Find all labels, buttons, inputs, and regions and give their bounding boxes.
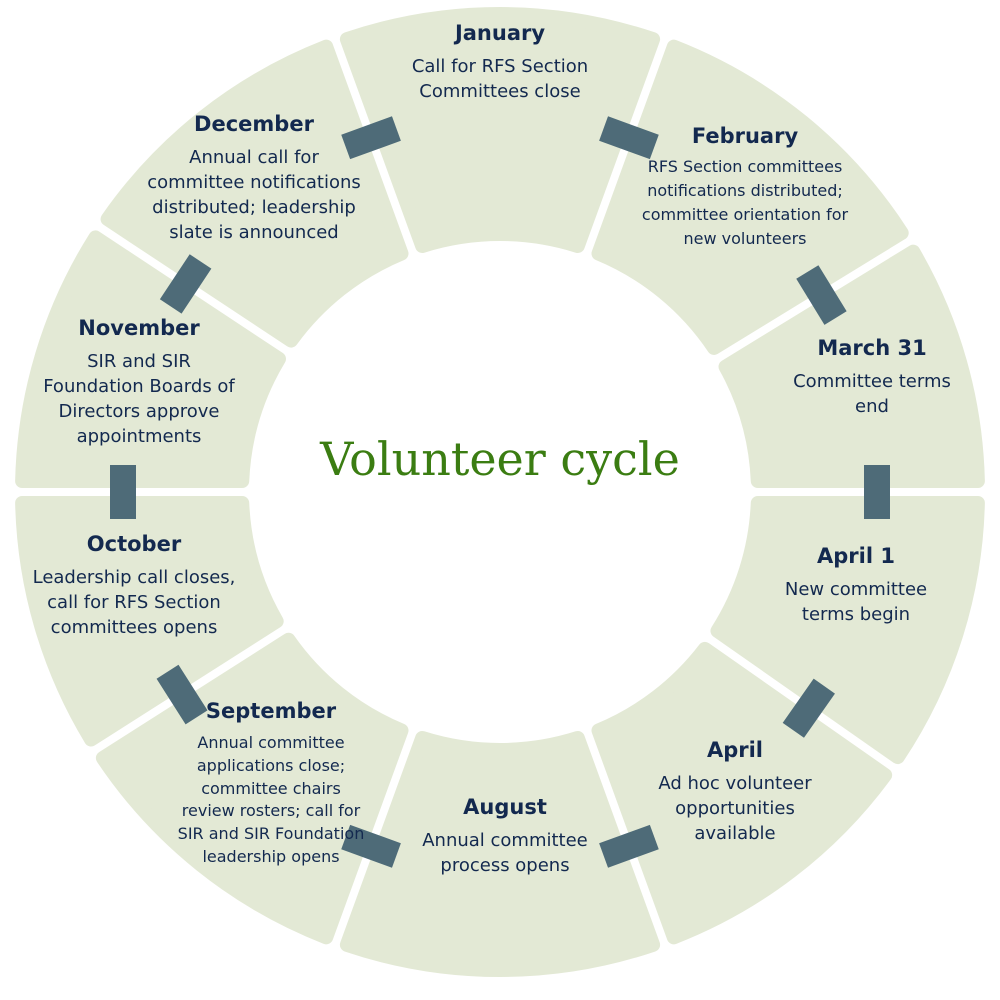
- month-label: August: [463, 795, 547, 819]
- month-label: March 31: [817, 336, 927, 360]
- description-line: available: [694, 823, 776, 844]
- connector: [156, 664, 208, 725]
- description-line: Directors approve: [58, 401, 220, 422]
- description-line: Call for RFS Section: [411, 56, 589, 77]
- milestone-description: RFS Section committees notifications dist…: [642, 155, 848, 251]
- description-line: RFS Section committees: [647, 157, 843, 176]
- connector: [159, 254, 212, 314]
- milestone-description: Annual committee process opens: [422, 828, 588, 878]
- description-line: Annual committee: [422, 830, 588, 851]
- milestone-description: Leadership call closes, call for RFS Sect…: [33, 565, 236, 640]
- description-line: Foundation Boards of: [43, 376, 235, 397]
- description-line: distributed; leadership: [152, 197, 356, 218]
- diagram-title: Volunteer cycle: [320, 432, 680, 486]
- segment-november: [15, 230, 286, 489]
- description-line: SIR and SIR: [87, 351, 191, 372]
- month-label: February: [691, 124, 799, 148]
- connector: [864, 465, 890, 519]
- description-line: process opens: [440, 855, 570, 876]
- description-line: applications close;: [196, 755, 346, 775]
- connector: [782, 678, 835, 738]
- month-label: October: [86, 532, 182, 556]
- segment-text-april-1: April 1 New committee terms begin: [785, 543, 927, 627]
- description-line: leadership opens: [202, 846, 340, 866]
- month-label: April 1: [817, 544, 895, 568]
- description-line: Committee terms: [793, 371, 951, 392]
- description-line: slate is announced: [169, 222, 339, 243]
- segment-text-april: April Ad hoc volunteer opportunities availa…: [658, 737, 811, 846]
- segment-text-march-31: March 31 Committee terms end: [793, 335, 951, 419]
- milestone-description: Ad hoc volunteer opportunities available: [658, 771, 811, 846]
- month-label: November: [78, 316, 200, 340]
- description-line: review rosters; call for: [181, 801, 361, 821]
- connector: [599, 116, 659, 160]
- connector: [796, 265, 847, 325]
- description-line: committee notifications: [147, 172, 361, 193]
- month-label: September: [205, 699, 337, 723]
- segment-january: [339, 7, 661, 254]
- connector: [599, 824, 659, 868]
- connector: [341, 824, 401, 868]
- month-label: December: [194, 112, 314, 136]
- description-line: call for RFS Section: [47, 592, 221, 613]
- description-line: opportunities: [675, 798, 795, 819]
- segment-april: [591, 641, 893, 945]
- milestone-description: Committee terms end: [793, 369, 951, 419]
- month-label: January: [454, 21, 546, 45]
- description-line: end: [855, 396, 889, 417]
- description-line: Annual call for: [189, 147, 319, 168]
- segment-december: [100, 39, 409, 348]
- milestone-description: Annual call for committee notifications di…: [147, 145, 361, 245]
- segment-march-31: [718, 244, 985, 489]
- connector: [110, 465, 136, 519]
- milestone-description: Annual committee applications close; commi…: [178, 732, 365, 869]
- segment-october: [15, 495, 284, 747]
- description-line: committees opens: [50, 617, 218, 638]
- segment-february: [591, 39, 909, 355]
- description-line: Leadership call closes,: [32, 567, 236, 588]
- description-line: notifications distributed;: [647, 181, 843, 200]
- description-line: New committee: [784, 579, 928, 600]
- description-line: committee orientation for: [641, 205, 849, 224]
- connector: [341, 116, 401, 160]
- description-line: new volunteers: [683, 229, 807, 248]
- description-line: Annual committee: [197, 733, 345, 752]
- description-line: Ad hoc volunteer: [658, 773, 812, 794]
- description-line: SIR and SIR Foundation: [177, 824, 365, 844]
- segment-april-1: [710, 495, 985, 765]
- milestone-description: SIR and SIR Foundation Boards of Directors…: [43, 349, 235, 449]
- description-line: committee chairs: [201, 778, 341, 798]
- description-line: terms begin: [801, 604, 911, 625]
- description-line: appointments: [76, 426, 202, 447]
- month-label: April: [706, 738, 764, 762]
- segment-september: [95, 632, 409, 945]
- description-line: Committees close: [419, 81, 581, 102]
- milestone-description: New committee terms begin: [785, 577, 927, 627]
- segment-august: [339, 730, 661, 977]
